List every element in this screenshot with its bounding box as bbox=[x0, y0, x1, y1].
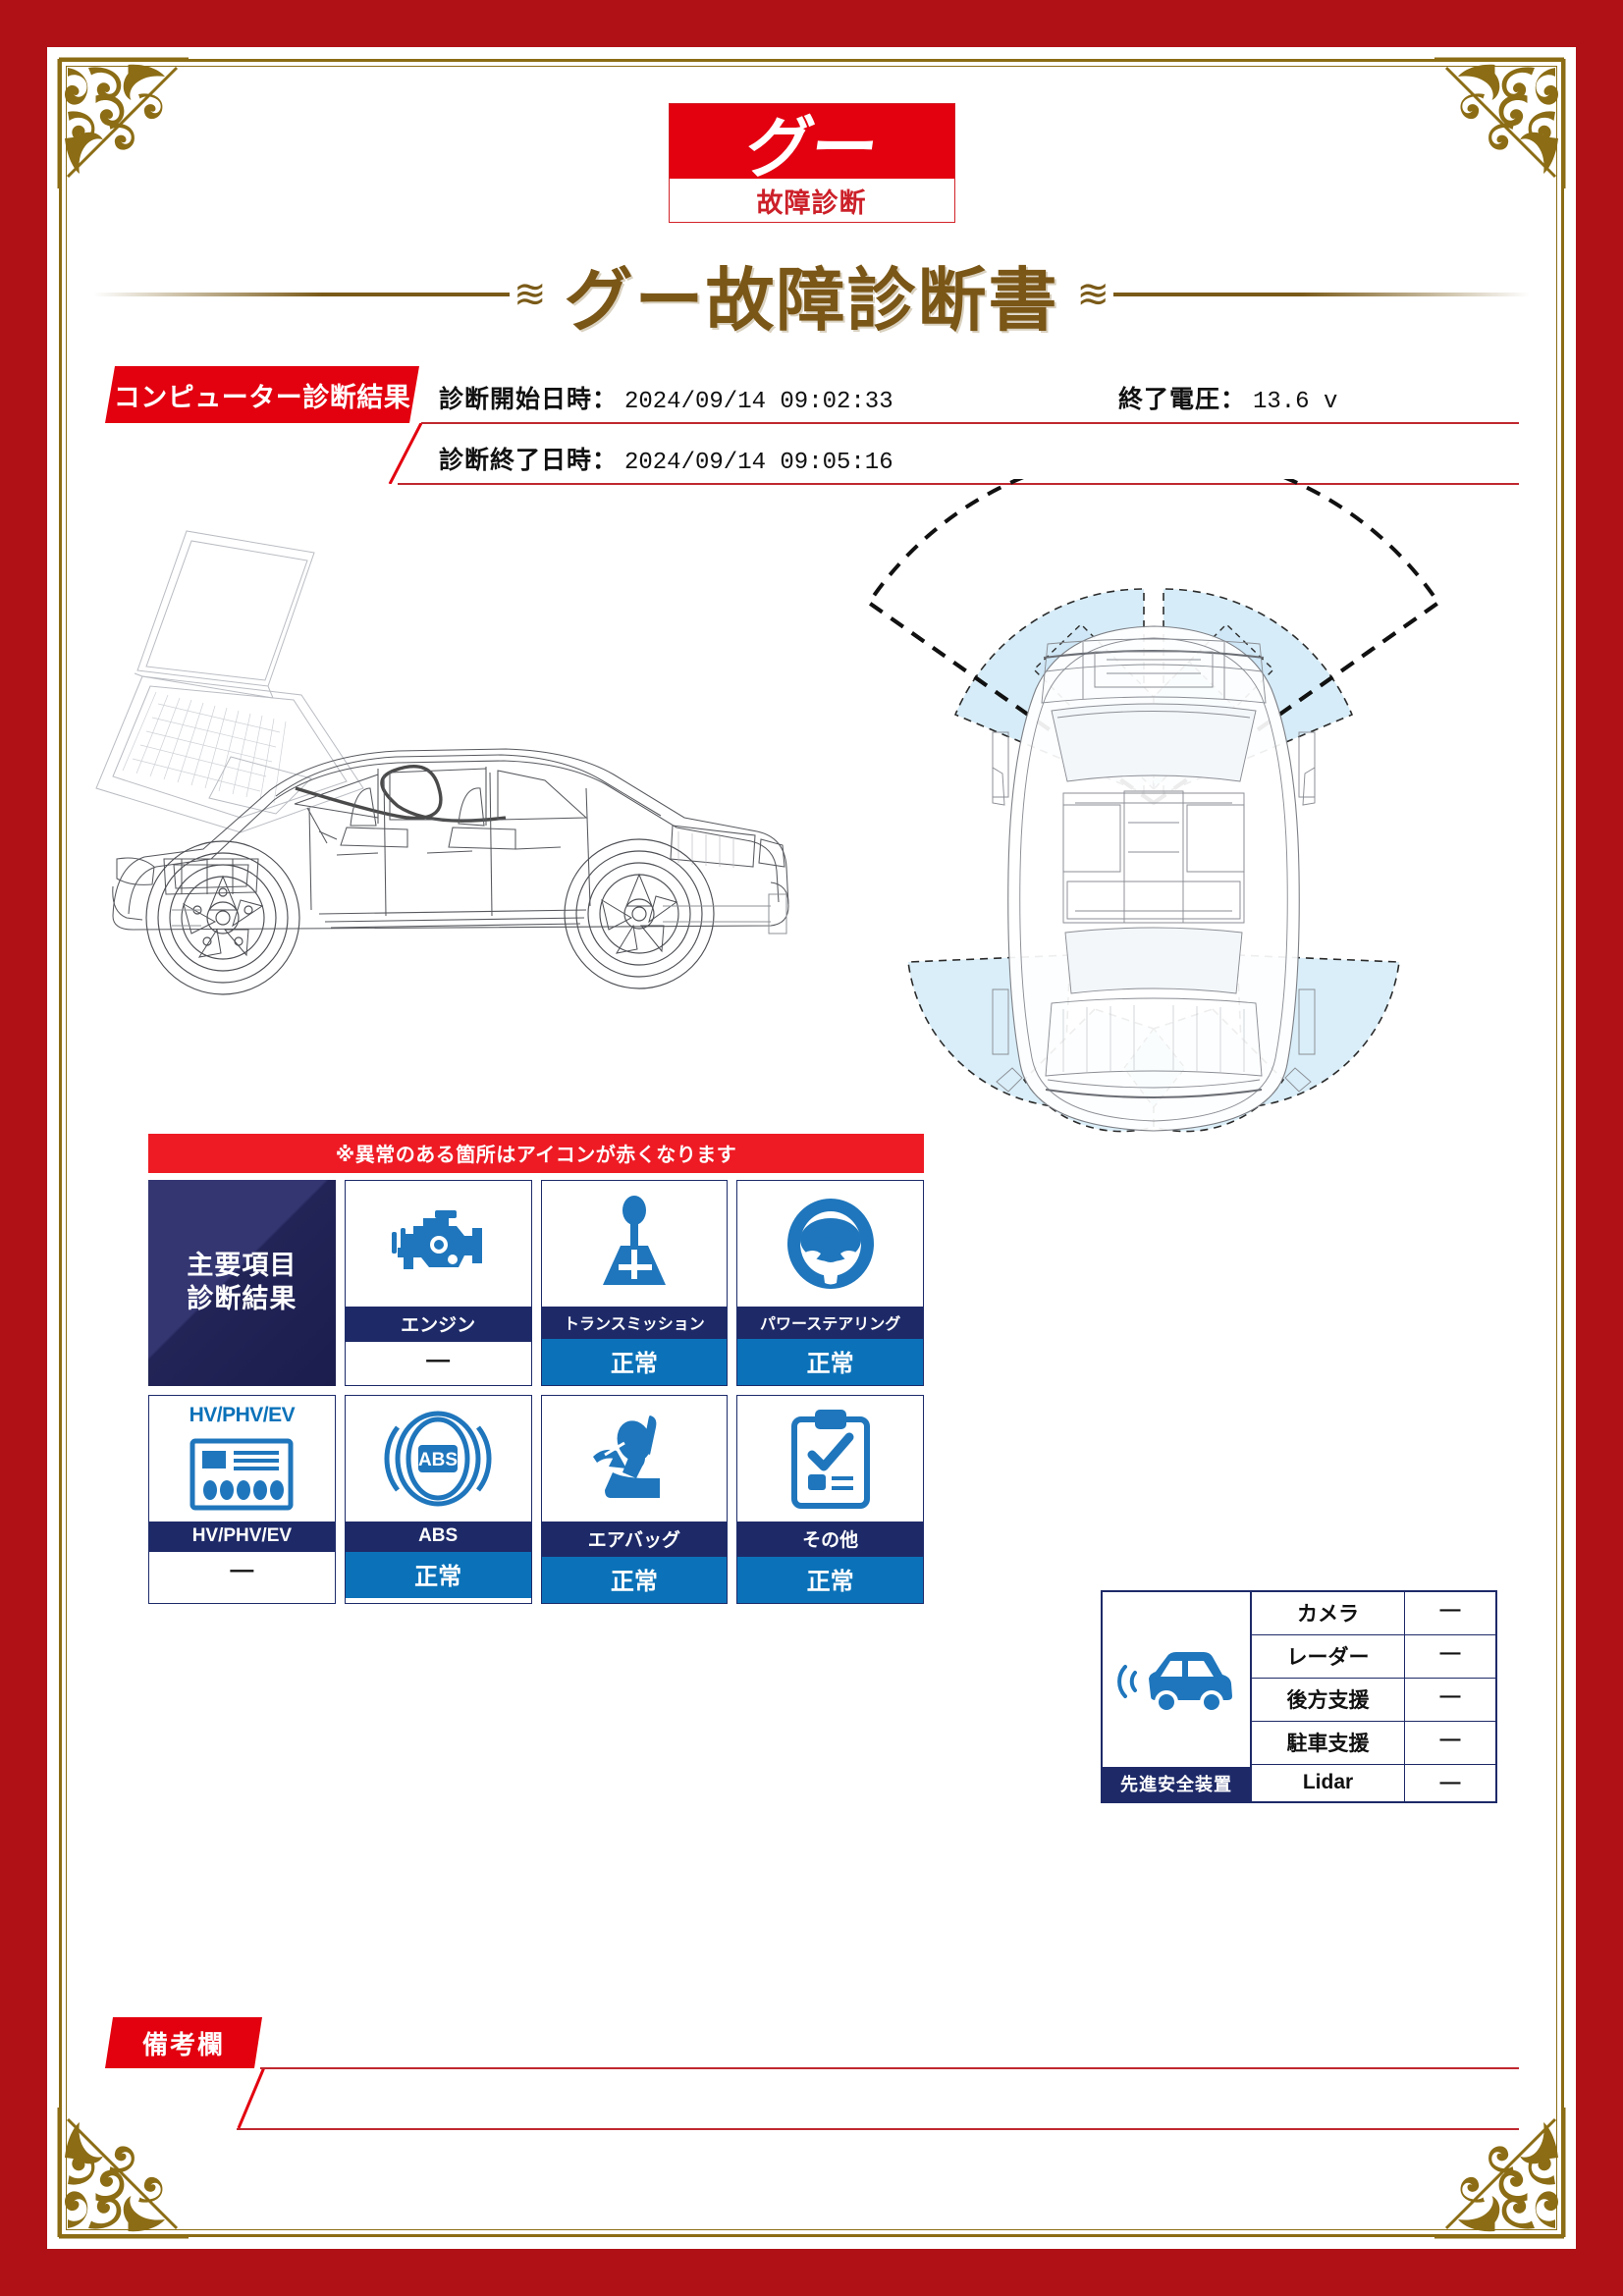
diagnosis-start-label: 診断開始日時： bbox=[439, 386, 619, 413]
adas-label-column: 先進安全装置 bbox=[1103, 1592, 1252, 1801]
gold-border-outer bbox=[59, 59, 1564, 2237]
results-grid: 主要項目 診断結果 bbox=[148, 1180, 924, 1604]
results-panel-label: 主要項目 診断結果 bbox=[148, 1180, 336, 1386]
adas-key-radar: レーダー bbox=[1252, 1635, 1405, 1678]
result-value-other: 正常 bbox=[737, 1557, 923, 1603]
result-name-other: その他 bbox=[737, 1522, 923, 1557]
result-cell-hv-phv-ev[interactable]: HV/PHV/EV bbox=[148, 1395, 336, 1604]
remarks-text[interactable] bbox=[278, 2078, 1505, 2123]
title-rule-right bbox=[1113, 293, 1530, 296]
logo-mark-text: グー bbox=[739, 109, 882, 180]
diagnosis-voltage-row: 終了電圧： 13.6 v bbox=[1118, 380, 1337, 415]
result-cell-abs[interactable]: ABS ABS 正常 bbox=[344, 1395, 532, 1604]
wheel-front-icon bbox=[145, 840, 300, 995]
adas-row-camera: カメラ — bbox=[1252, 1592, 1495, 1635]
remarks-section: 備考欄 bbox=[105, 2017, 1519, 2135]
diagnosis-end-value: 2024/09/14 09:05:16 bbox=[623, 450, 893, 476]
result-name-power-steering: パワーステアリング bbox=[737, 1307, 923, 1339]
diagnosis-end-row: 診断終了日時： 2024/09/14 09:05:16 bbox=[439, 441, 893, 476]
adas-key-lidar: Lidar bbox=[1252, 1765, 1405, 1801]
title-rule-left bbox=[93, 293, 510, 296]
power-steering-icon bbox=[737, 1181, 923, 1307]
result-name-abs: ABS bbox=[345, 1522, 531, 1552]
adas-row-rear-support: 後方支援 — bbox=[1252, 1679, 1495, 1722]
adas-value-parking-support: — bbox=[1439, 1728, 1461, 1750]
hv-battery-icon bbox=[149, 1427, 335, 1522]
top-view-car-sensor-diagram-icon bbox=[866, 479, 1441, 1133]
wheel-rear-icon bbox=[564, 838, 715, 989]
abs-icon: ABS bbox=[345, 1396, 531, 1522]
page-title-text: グー故障診断書 bbox=[564, 261, 1059, 339]
adas-value-rear-support: — bbox=[1439, 1684, 1461, 1707]
adas-value-camera: — bbox=[1439, 1598, 1461, 1621]
adas-row-radar: レーダー — bbox=[1252, 1635, 1495, 1679]
airbag-icon bbox=[541, 1396, 728, 1522]
adas-key-parking-support: 駐車支援 bbox=[1252, 1722, 1405, 1764]
results-panel-label-line1: 主要項目 bbox=[187, 1251, 298, 1281]
adas-key-rear-support: 後方支援 bbox=[1252, 1679, 1405, 1721]
diagnosis-start-row: 診断開始日時： 2024/09/14 09:02:33 bbox=[439, 380, 893, 415]
adas-rows: カメラ — レーダー — 後方支援 — 駐車支援 — bbox=[1252, 1592, 1495, 1801]
result-cell-engine[interactable]: エンジン — bbox=[344, 1180, 532, 1386]
goo-logo: グー 故障診断 bbox=[668, 103, 955, 223]
diagnosis-rule-2 bbox=[398, 483, 1519, 485]
front-long-range-boundary-icon bbox=[866, 479, 1441, 806]
adas-value-radar: — bbox=[1439, 1641, 1461, 1664]
result-cell-other[interactable]: その他 正常 bbox=[736, 1395, 924, 1604]
car-sensor-icon bbox=[1103, 1592, 1250, 1767]
result-cell-transmission[interactable]: トランスミッション 正常 bbox=[540, 1180, 729, 1386]
svg-text:ABS: ABS bbox=[418, 1450, 458, 1470]
remarks-rule-1 bbox=[260, 2067, 1519, 2069]
page-title: ≋ グー故障診断書 ≋ bbox=[93, 240, 1530, 348]
result-name-airbag: エアバッグ bbox=[541, 1522, 728, 1557]
remarks-tag: 備考欄 bbox=[105, 2017, 262, 2068]
adas-table: 先進安全装置 カメラ — レーダー — 後方支援 — bbox=[1101, 1590, 1497, 1803]
result-name-engine: エンジン bbox=[345, 1307, 531, 1342]
result-cell-power-steering[interactable]: パワーステアリング 正常 bbox=[736, 1180, 924, 1386]
transmission-icon bbox=[541, 1181, 728, 1307]
result-name-transmission: トランスミッション bbox=[541, 1307, 728, 1339]
adas-row-parking-support: 駐車支援 — bbox=[1252, 1722, 1495, 1765]
hv-icon-caption: HV/PHV/EV bbox=[189, 1404, 296, 1426]
obd-cable-icon bbox=[295, 765, 507, 823]
result-cell-airbag[interactable]: エアバッグ 正常 bbox=[540, 1395, 729, 1604]
adas-key-camera: カメラ bbox=[1252, 1592, 1405, 1634]
voltage-value: 13.6 v bbox=[1252, 389, 1338, 415]
results-panel-label-line2: 診断結果 bbox=[187, 1284, 298, 1313]
clipboard-check-icon bbox=[737, 1396, 923, 1522]
result-name-hv-phv-ev: HV/PHV/EV bbox=[149, 1522, 335, 1552]
voltage-label: 終了電圧： bbox=[1118, 386, 1247, 413]
result-value-power-steering: 正常 bbox=[737, 1339, 923, 1385]
result-value-abs: 正常 bbox=[345, 1552, 531, 1598]
abnormal-icon-notice: ※異常のある箇所はアイコンが赤くなります bbox=[148, 1134, 924, 1173]
adas-value-lidar: — bbox=[1439, 1771, 1461, 1793]
diagnosis-header: コンピューター診断結果 診断開始日時： 2024/09/14 09:02:33 … bbox=[105, 366, 1519, 485]
document-content: グー 故障診断 ≋ グー故障診断書 ≋ コンピューター診断結果 診断開始日時： … bbox=[93, 93, 1530, 2203]
main-diagnostic-results: ※異常のある箇所はアイコンが赤くなります 主要項目 診断結果 bbox=[148, 1134, 924, 1604]
remarks-rule-2 bbox=[237, 2128, 1519, 2130]
gold-border-inner bbox=[66, 66, 1557, 2230]
result-value-airbag: 正常 bbox=[541, 1557, 728, 1603]
result-value-hv-phv-ev: — bbox=[149, 1552, 335, 1591]
logo-subtitle: 故障診断 bbox=[756, 187, 867, 218]
diagnosis-start-value: 2024/09/14 09:02:33 bbox=[623, 389, 893, 415]
adas-label: 先進安全装置 bbox=[1103, 1767, 1250, 1801]
diagnosis-tag-slash bbox=[388, 423, 423, 484]
adas-row-lidar: Lidar — bbox=[1252, 1765, 1495, 1801]
diagnosis-end-label: 診断終了日時： bbox=[439, 447, 619, 474]
vehicle-illustrations bbox=[93, 479, 1530, 1181]
remarks-tag-slash bbox=[237, 2067, 266, 2128]
result-value-engine: — bbox=[345, 1342, 531, 1381]
engine-icon bbox=[345, 1181, 531, 1307]
diagnosis-rule-1 bbox=[421, 422, 1519, 424]
diagnosis-header-tag: コンピューター診断結果 bbox=[105, 366, 419, 423]
title-flourish-right-icon: ≋ bbox=[1076, 272, 1110, 317]
laptop-and-side-car-wireframe-icon bbox=[95, 530, 789, 995]
title-flourish-left-icon: ≋ bbox=[513, 272, 547, 317]
result-value-transmission: 正常 bbox=[541, 1339, 728, 1385]
logo-mark-panel: グー bbox=[669, 104, 954, 180]
